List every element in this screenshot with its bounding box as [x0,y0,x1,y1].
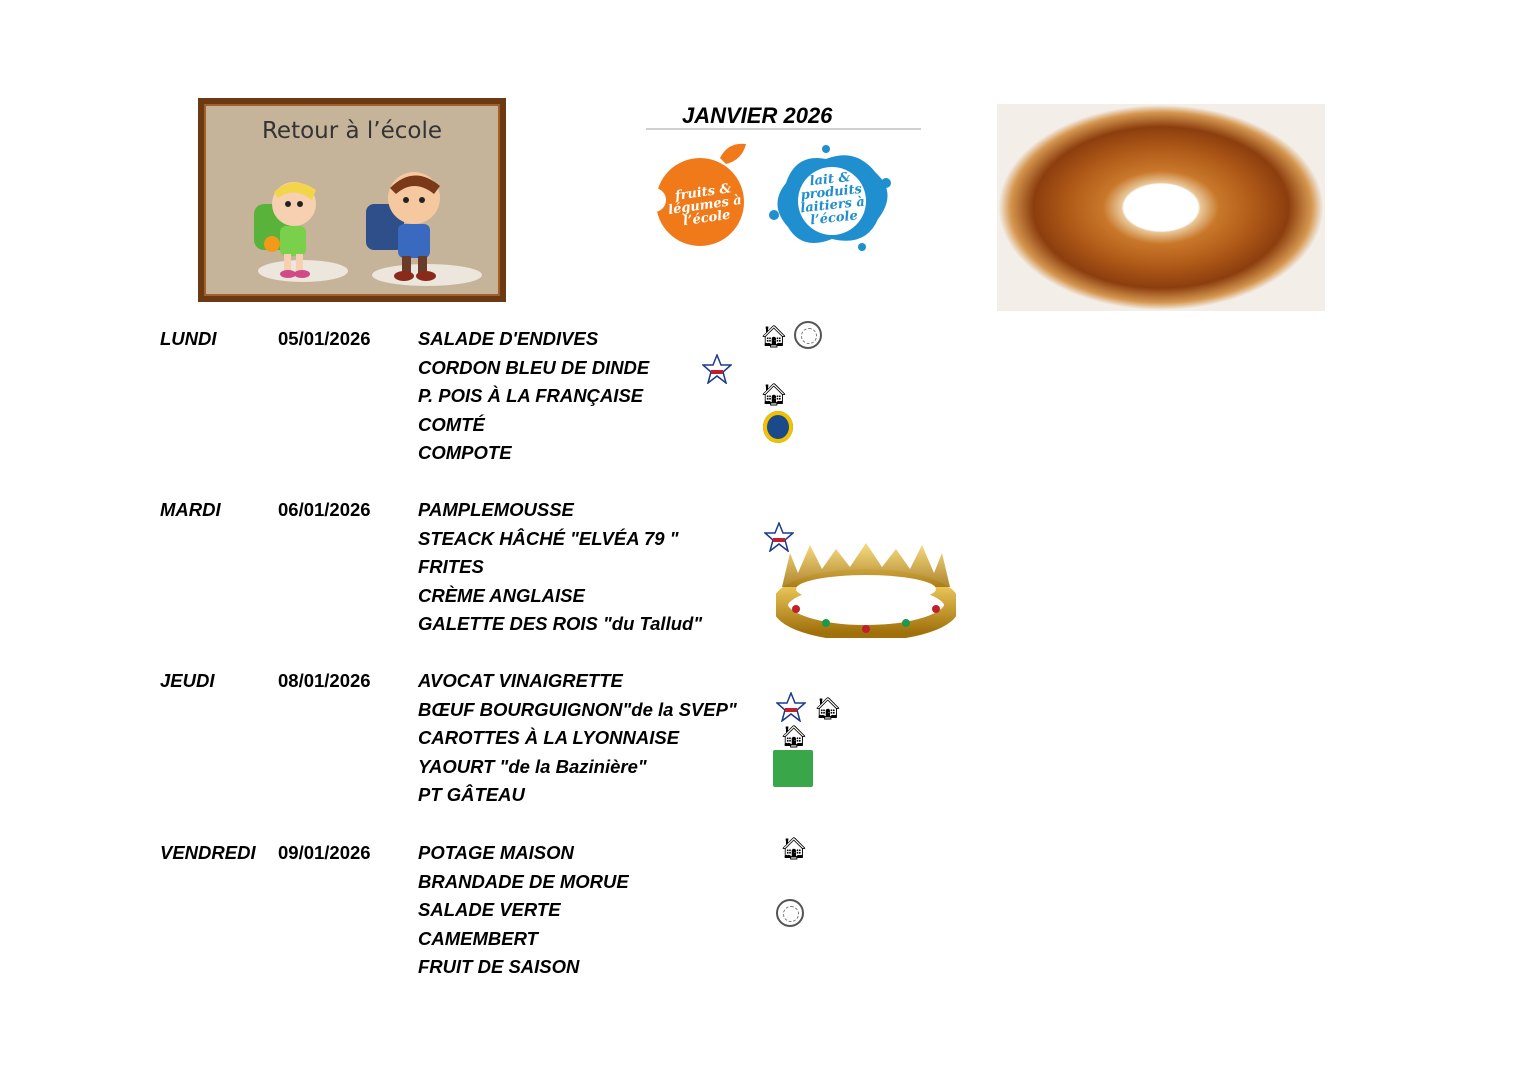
retour-ecole-banner: Retour à l’école [198,98,506,302]
label-seal-icon [776,899,804,927]
fait-maison-icon: 🏠︎ [760,382,788,407]
menu-dish: CRÈME ANGLAISE [418,584,585,606]
menu-dish: P. POIS À LA FRANÇAISE [418,385,644,407]
day-name: LUNDI [160,328,217,349]
day-name: VENDREDI [160,842,256,863]
boy-illustration [366,172,440,281]
month-underline [646,128,921,130]
menu-dish: CAROTTES À LA LYONNAISE [418,727,680,749]
milk-splash-icon [769,145,891,251]
fait-maison-icon: 🏠︎ [780,724,808,749]
day-date: 05/01/2026 [278,328,371,349]
menu-dish: CORDON BLEU DE DINDE [418,356,650,378]
menu-dish: PAMPLEMOUSSE [418,499,574,520]
menu-dish: FRITES [418,556,484,578]
fait-maison-icon: 🏠︎ [814,696,842,721]
viande-francaise-icon [764,522,794,552]
day-name: JEUDI [160,670,215,691]
day-name: MARDI [160,499,221,520]
menu-dish: PT GÂTEAU [418,784,525,806]
menu-dish: BRANDADE DE MORUE [418,870,629,892]
bleu-blanc-coeur-icon [773,750,813,787]
label-seal-icon [794,321,822,349]
menu-dish: CAMEMBERT [418,927,538,949]
fait-maison-icon: 🏠︎ [760,324,788,349]
viande-francaise-icon [776,692,806,722]
menu-dish: BŒUF BOURGUIGNON"de la SVEP" [418,698,737,720]
day-date: 06/01/2026 [278,499,371,520]
fait-maison-icon: 🏠︎ [780,836,808,861]
lait-produits-laitiers-logo: lait & produits laitiers à l’école [766,143,898,255]
day-date: 08/01/2026 [278,670,371,691]
menu-dish: POTAGE MAISON [418,842,574,863]
fruits-legumes-logo: fruits & légumes à l’école [642,140,755,250]
menu-dish: FRUIT DE SAISON [418,956,580,978]
menu-dish: AVOCAT VINAIGRETTE [418,670,623,691]
menu-dish: GALETTE DES ROIS "du Tallud" [418,613,703,635]
menu-dish: SALADE VERTE [418,899,561,921]
menu-dish: COMTÉ [418,413,485,435]
aop-label-icon [763,411,793,443]
menu-dish: SALADE D'ENDIVES [418,328,599,349]
menu-dish: STEACK HÂCHÉ "ELVÉA 79 " [418,527,679,549]
galette-des-rois-photo [997,104,1325,311]
month-title: JANVIER 2026 [682,103,833,128]
crown-icon [776,543,956,638]
menu-dish: COMPOTE [418,442,512,464]
banner-title: Retour à l’école [261,118,443,144]
menu-dish: YAOURT "de la Bazinière" [418,755,647,777]
day-date: 09/01/2026 [278,842,371,863]
girl-illustration [254,182,316,278]
viande-francaise-icon [702,354,732,384]
